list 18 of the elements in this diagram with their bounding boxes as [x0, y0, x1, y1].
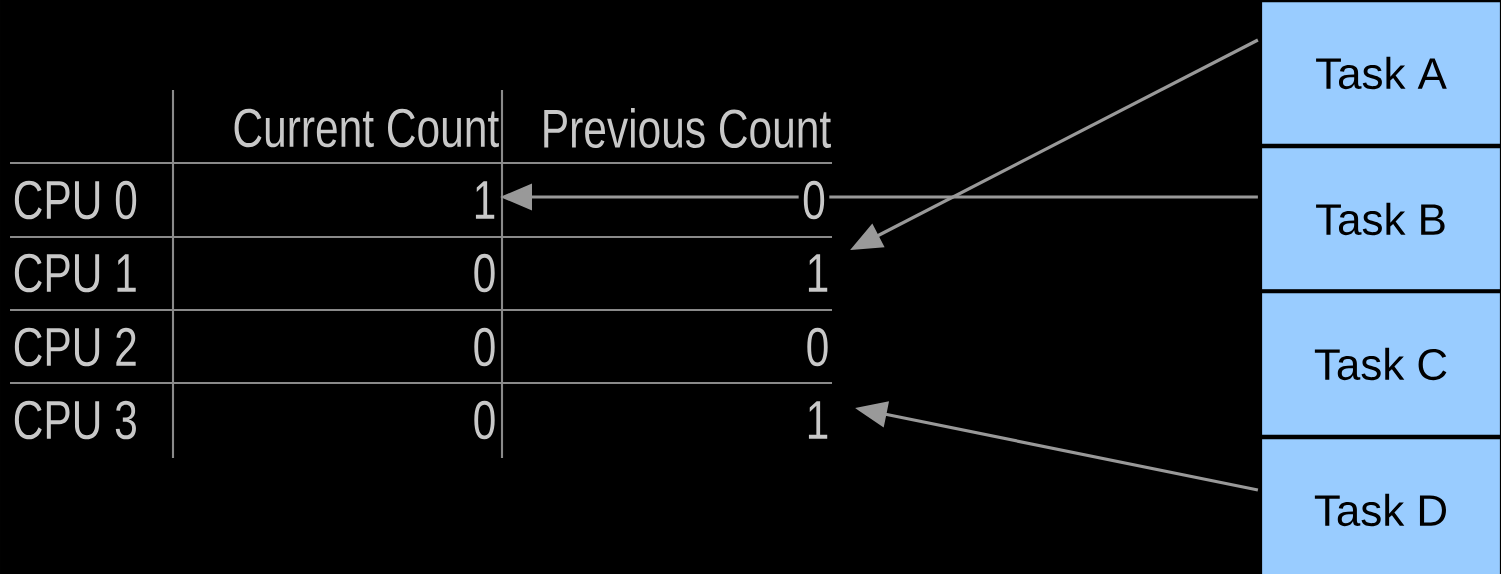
table-cell: 0	[798, 177, 830, 223]
task-box: Task D	[1257, 435, 1501, 574]
row-header: CPU 1	[14, 253, 136, 293]
task-box: Task C	[1257, 289, 1501, 439]
table-cell: 0	[474, 400, 495, 440]
task-box: Task B	[1257, 144, 1501, 294]
table-cell: 1	[808, 401, 828, 439]
table-cell: 0	[474, 327, 495, 367]
row-header: CPU 0	[14, 180, 137, 220]
table-cell: 1	[475, 181, 495, 219]
row-header: CPU 2	[14, 327, 136, 367]
table-cell: 1	[808, 254, 828, 292]
row-header: CPU 3	[14, 400, 136, 440]
column-header: Previous Count	[544, 108, 831, 149]
table-cell: 0	[474, 253, 495, 293]
column-header: Current Count	[234, 108, 499, 148]
table-cell: 0	[807, 327, 828, 367]
task-box: Task A	[1257, 0, 1501, 148]
